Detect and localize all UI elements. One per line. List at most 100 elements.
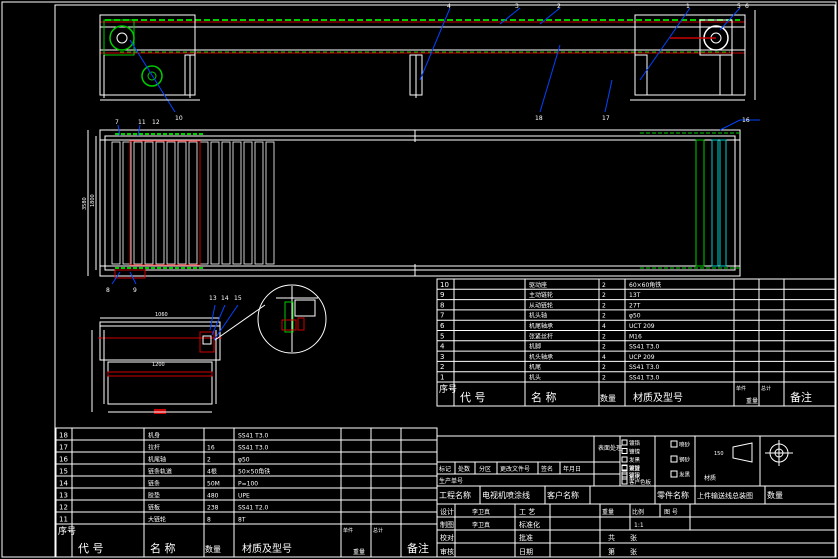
part-material: SS41 T3.0 <box>629 364 660 371</box>
part-qty: 238 <box>207 505 219 512</box>
part-number: 8 <box>440 301 444 309</box>
review-label: 审核 <box>440 547 454 556</box>
callout-7: 7 <box>115 119 119 126</box>
part-name: 链条 <box>148 480 160 488</box>
chain-slat <box>144 141 154 265</box>
part-material: 50×50角铁 <box>238 468 270 476</box>
part-name-value: 上件输送线总装图 <box>697 491 753 500</box>
header-remark: 备注 <box>407 541 429 555</box>
part-number: 7 <box>440 312 444 320</box>
part-material: UPE <box>238 493 250 500</box>
sheet-unit-2: 张 <box>630 547 637 556</box>
finish-checkbox[interactable] <box>670 440 678 448</box>
projection-symbol-icon <box>732 442 753 463</box>
dim-plan-left-b: 1800 <box>90 194 96 207</box>
part-material: SS41 T3.0 <box>238 433 269 440</box>
qty-label: 数量 <box>767 490 783 500</box>
part-material: UCT 209 <box>629 323 655 330</box>
project-value: 电视机喷涂线 <box>482 490 530 500</box>
motor-icon <box>141 65 163 87</box>
design-value: 李卫真 <box>472 508 490 516</box>
elevation-view <box>99 7 756 113</box>
part-qty: 4根 <box>207 468 217 476</box>
part-qty: 2 <box>602 344 606 351</box>
total-label: 共 <box>608 533 615 542</box>
surface-option-label: 镀镍 <box>629 448 641 456</box>
header-unit: 单件 <box>343 527 353 534</box>
surface-checkbox[interactable] <box>621 471 628 478</box>
surface-option-label: 镀锌 <box>629 464 641 472</box>
part-material: SS41 T3.0 <box>629 344 660 351</box>
part-number: 13 <box>59 492 68 500</box>
part-material: 27T <box>629 302 641 309</box>
part-qty: 2 <box>602 292 606 299</box>
surface-checkbox[interactable] <box>621 456 628 463</box>
chain-slat <box>210 141 220 265</box>
finish-option-label: 钢砂 <box>679 456 691 464</box>
projection-mark: 150 <box>714 451 724 457</box>
chain-slat <box>133 141 143 265</box>
part-name: 拉杆 <box>148 444 160 452</box>
callout-15: 15 <box>234 295 242 302</box>
header-unit: 单件 <box>736 385 746 392</box>
part-material: 13T <box>629 292 641 299</box>
std-label: 标准化 <box>519 520 540 529</box>
header-no: 序号 <box>58 525 76 537</box>
header-weight: 重量 <box>353 548 365 556</box>
surface-checkbox[interactable] <box>621 439 628 446</box>
part-qty: 2 <box>602 333 606 340</box>
part-name: 机尾 <box>529 363 541 371</box>
callout-17: 17 <box>602 115 610 122</box>
part-name: 从动链轮 <box>529 301 553 309</box>
part-qty: 2 <box>602 313 606 320</box>
date-label: 日期 <box>519 548 533 556</box>
finish-checkbox[interactable] <box>670 470 678 478</box>
callout-14: 14 <box>221 295 229 302</box>
project-label: 工程名称 <box>439 490 471 500</box>
part-name: 机头轴承 <box>529 353 553 361</box>
part-number: 2 <box>440 363 444 371</box>
callout-12: 12 <box>152 119 160 126</box>
plan-view <box>87 119 760 285</box>
callout-16: 16 <box>742 117 750 124</box>
part-number: 6 <box>440 322 445 330</box>
draw-value: 李卫真 <box>472 521 490 529</box>
approve-label: 批准 <box>519 533 533 542</box>
customer-label: 客户名称 <box>547 490 579 500</box>
sheet-unit-1: 张 <box>630 533 637 542</box>
chain-slat <box>232 141 242 265</box>
part-material: SS41 T3.0 <box>629 375 660 382</box>
part-qty: 16 <box>207 445 215 452</box>
finish-checkbox[interactable] <box>670 455 678 463</box>
callout-10: 10 <box>175 115 183 122</box>
callout-4: 4 <box>447 3 451 10</box>
header-no: 序号 <box>439 383 457 395</box>
part-number: 12 <box>59 504 68 512</box>
surface-checkbox[interactable] <box>621 478 628 485</box>
header-name: 名 称 <box>531 390 557 404</box>
drawing-no-label: 图 号 <box>664 509 678 516</box>
scale-label: 比例 <box>632 508 644 516</box>
chain-slat <box>155 141 165 265</box>
weight-label: 重量 <box>602 508 614 516</box>
part-number: 14 <box>59 480 68 488</box>
surface-checkbox[interactable] <box>621 448 628 454</box>
rev-zone: 分区 <box>479 465 491 473</box>
part-qty: 480 <box>207 493 219 500</box>
surface-checkbox[interactable] <box>621 464 628 471</box>
header-code: 代 号 <box>78 542 104 555</box>
part-name: 机尾轴承 <box>529 322 553 330</box>
part-name: 胶垫 <box>148 492 160 500</box>
header-code: 代 号 <box>460 391 486 404</box>
head-sprocket-icon <box>109 25 135 51</box>
part-name: 张紧丝杆 <box>529 332 553 340</box>
surface-option-label: 发蓝 <box>629 465 641 473</box>
chain-slat <box>221 141 231 265</box>
callout-11: 11 <box>138 119 146 126</box>
surface-treatment-label: 表面处理 <box>598 444 622 452</box>
header-qty: 数量 <box>600 393 616 403</box>
